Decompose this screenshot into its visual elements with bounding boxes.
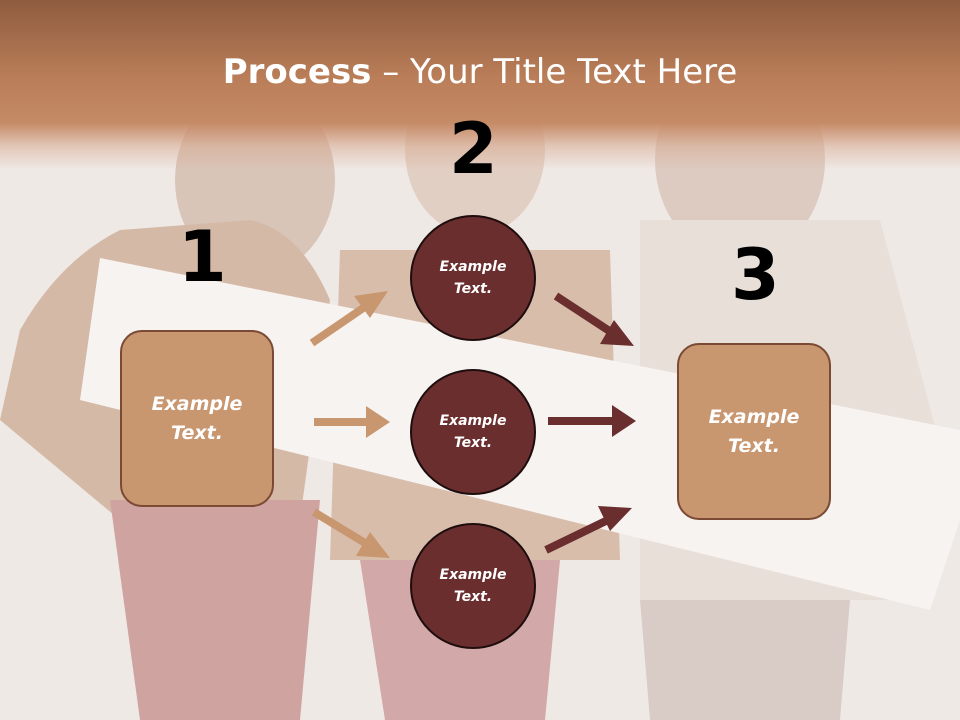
- step-number-3: 3: [731, 234, 780, 316]
- circle-top: Example Text.: [410, 215, 536, 341]
- circle-bottom-text: Example Text.: [439, 566, 507, 605]
- title-band: [0, 0, 960, 170]
- arrow-circle-middle-to-box3: [548, 405, 636, 437]
- step-number-2: 2: [449, 108, 498, 190]
- arrow-circle-bottom-to-box3: [544, 506, 632, 554]
- step-box-3-text: Example Text.: [708, 406, 800, 457]
- page-title: Process – Your Title Text Here: [0, 52, 960, 92]
- arrow-box1-to-circle-top: [309, 291, 388, 347]
- circle-bottom: Example Text.: [410, 523, 536, 649]
- step-box-3: Example Text.: [677, 343, 831, 520]
- title-rest: – Your Title Text Here: [371, 52, 738, 92]
- arrow-box1-to-circle-bottom: [311, 508, 390, 558]
- arrow-circle-top-to-box3: [553, 292, 634, 346]
- step-box-1: Example Text.: [120, 330, 274, 507]
- step-number-1: 1: [178, 216, 227, 298]
- title-bold: Process: [222, 52, 372, 92]
- arrow-box1-to-circle-middle: [314, 406, 390, 438]
- circle-middle: Example Text.: [410, 369, 536, 495]
- step-box-1-text: Example Text.: [151, 393, 243, 444]
- circle-top-text: Example Text.: [439, 258, 507, 297]
- circle-middle-text: Example Text.: [439, 412, 507, 451]
